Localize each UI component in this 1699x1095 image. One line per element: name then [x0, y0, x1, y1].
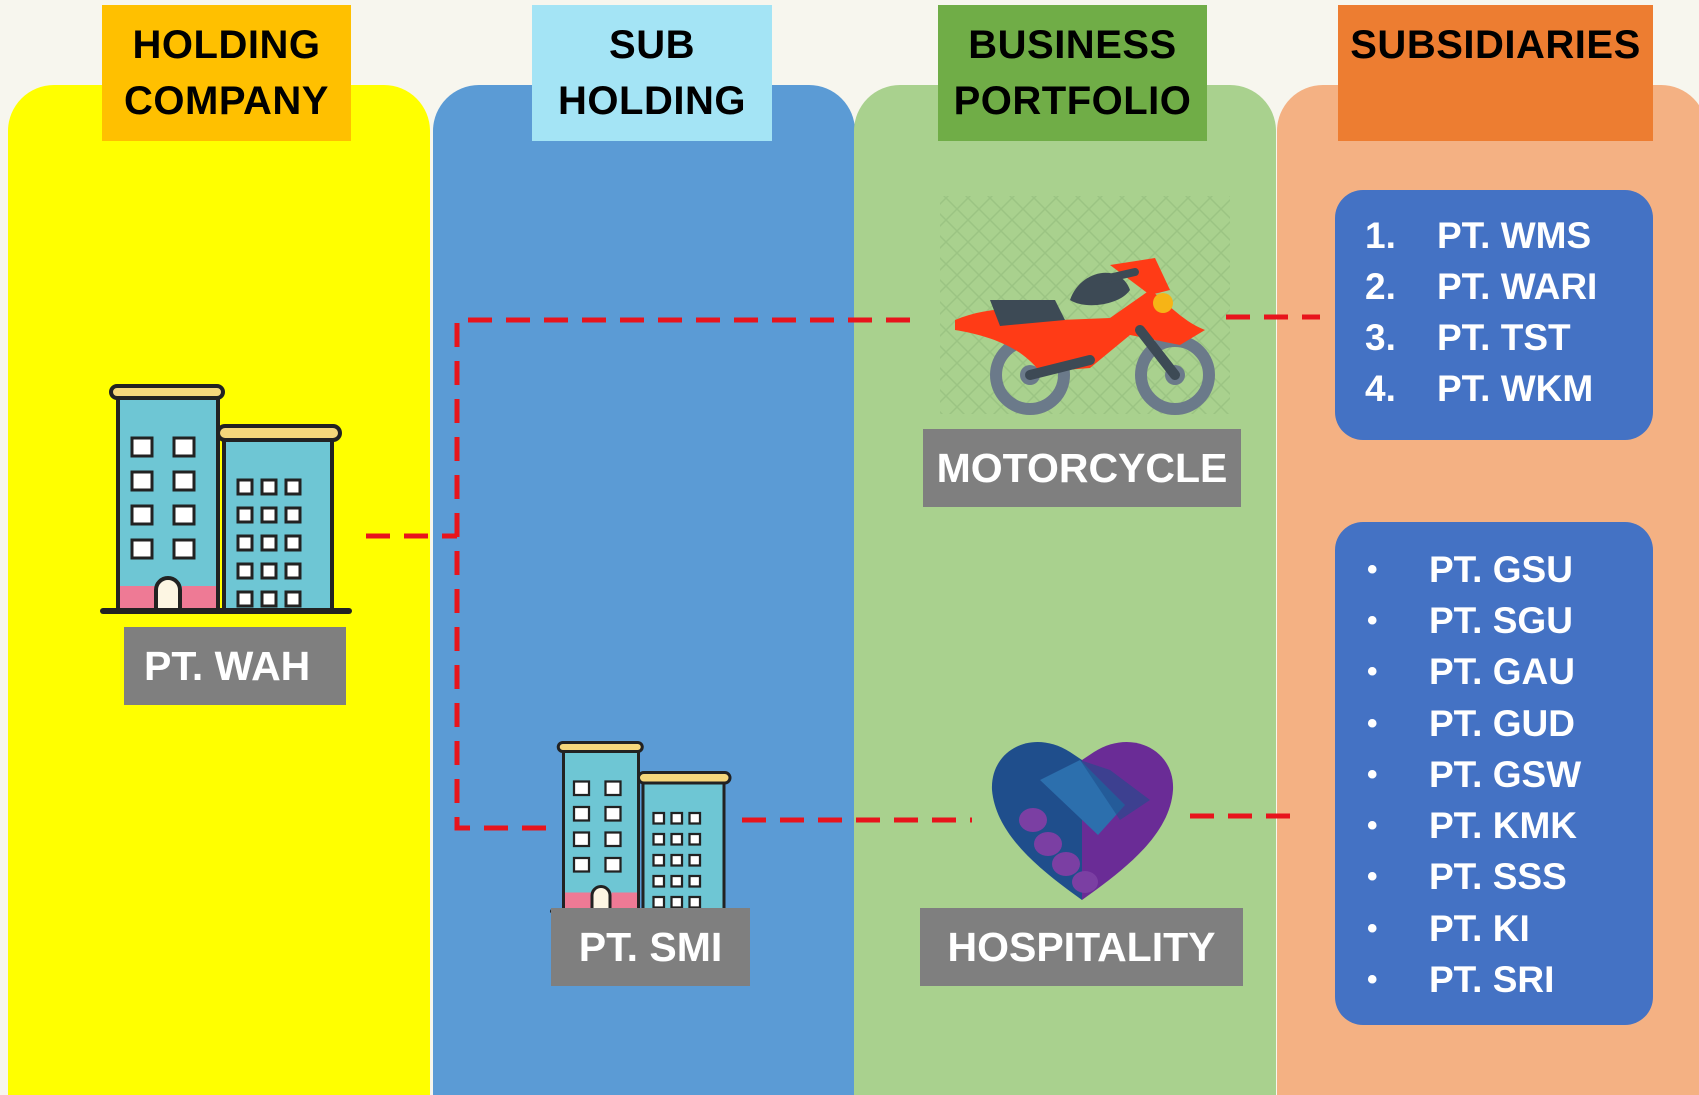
list-item: • PT. SRI [1365, 954, 1653, 1005]
list-number: 3. [1365, 316, 1396, 358]
subsidiary-name: PT. WARI [1437, 265, 1598, 307]
office-building-icon [548, 741, 741, 915]
list-bullet: • [1367, 603, 1378, 637]
office-building-icon [98, 384, 354, 616]
list-bullet: • [1367, 963, 1378, 997]
holding-company-header: HOLDING COMPANY [102, 5, 351, 141]
subsidiary-name: PT. WKM [1437, 367, 1594, 409]
list-item: 4. PT. WKM [1365, 363, 1653, 414]
list-number: 1. [1365, 214, 1396, 256]
subsidiary-name: PT. GSU [1429, 548, 1573, 590]
subsidiary-name: PT. TST [1437, 316, 1571, 358]
list-bullet: • [1367, 911, 1378, 945]
subsidiary-name: PT. KMK [1429, 805, 1577, 847]
header-line: HOLDING [558, 79, 746, 123]
header-line: BUSINESS [968, 23, 1177, 67]
list-item: 3. PT. TST [1365, 312, 1653, 363]
list-item: 2. PT. WARI [1365, 261, 1653, 312]
subsidiaries-header: SUBSIDIARIES [1338, 5, 1653, 141]
header-line: HOLDING [132, 23, 321, 67]
list-bullet: • [1367, 757, 1378, 791]
list-item: 1. PT. WMS [1365, 210, 1653, 261]
list-bullet: • [1367, 860, 1378, 894]
list-item: • PT. GAU [1365, 647, 1653, 698]
list-number: 2. [1365, 265, 1396, 307]
subsidiary-name: PT. SRI [1429, 959, 1555, 1001]
hospitality-portfolio-label: HOSPITALITY [920, 908, 1243, 986]
sub-holding-label: PT. SMI [551, 908, 750, 986]
subsidiary-name: PT. KI [1429, 907, 1530, 949]
list-bullet: • [1367, 706, 1378, 740]
header-line: SUB [609, 23, 695, 67]
connector-smi-to-motorcycle [454, 317, 910, 831]
list-bullet: • [1367, 552, 1378, 586]
business-portfolio-header: BUSINESS PORTFOLIO [938, 5, 1207, 141]
handshake-heart-icon [991, 742, 1174, 900]
subsidiary-name: PT. SGU [1429, 599, 1573, 641]
list-item: • PT. KMK [1365, 800, 1653, 851]
list-item: • PT. GUD [1365, 698, 1653, 749]
subsidiary-name: PT. GSW [1429, 753, 1582, 795]
connectors [366, 314, 1320, 831]
subsidiary-name: PT. SSS [1429, 856, 1567, 898]
list-item: • PT. KI [1365, 903, 1653, 954]
header-line: SUBSIDIARIES [1350, 23, 1641, 67]
list-item: • PT. SGU [1365, 595, 1653, 646]
motorcycle-subsidiaries-box: 1. PT. WMS 2. PT. WARI 3. PT. TST 4. PT. WKM [1335, 190, 1653, 440]
list-bullet: • [1367, 655, 1378, 689]
motorcycle-icon [940, 196, 1230, 415]
header-line: COMPANY [124, 79, 329, 123]
motorcycle-portfolio-label: MOTORCYCLE [923, 429, 1241, 507]
sub-holding-header: SUB HOLDING [532, 5, 772, 141]
subsidiary-name: PT. GUD [1429, 702, 1575, 744]
list-bullet: • [1367, 809, 1378, 843]
list-item: • PT. GSW [1365, 749, 1653, 800]
list-item: • PT. GSU [1365, 544, 1653, 595]
header-line: PORTFOLIO [953, 79, 1192, 123]
holding-company-label: PT. WAH [124, 627, 346, 705]
list-item: • PT. SSS [1365, 852, 1653, 903]
subsidiary-name: PT. GAU [1429, 651, 1575, 693]
subsidiary-name: PT. WMS [1437, 214, 1592, 256]
hospitality-subsidiaries-box: • PT. GSU • PT. SGU • PT. GAU • PT. GUD • PT.… [1335, 522, 1653, 1025]
list-number: 4. [1365, 367, 1396, 409]
